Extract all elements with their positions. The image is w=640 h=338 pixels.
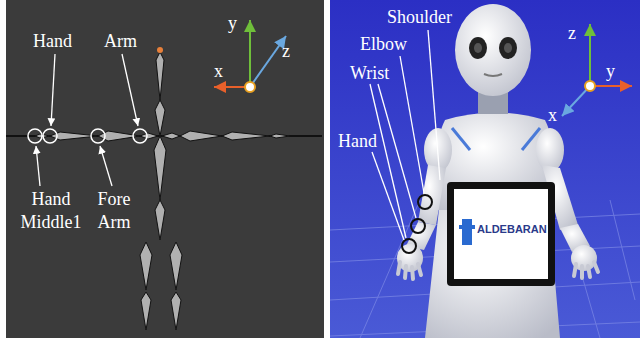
axis-label: y: [606, 60, 615, 83]
axis-label: z: [568, 22, 576, 45]
axis-label: y: [228, 12, 237, 35]
axis-label: z: [282, 40, 290, 63]
bone-label: Arm: [104, 30, 137, 53]
bone-label: Hand: [33, 30, 72, 53]
joint-label: Wrist: [350, 62, 389, 85]
bone-label: Hand Middle1: [12, 188, 90, 233]
axis-label: x: [548, 104, 557, 127]
joint-label: Elbow: [360, 33, 407, 56]
bone-label: Fore Arm: [88, 188, 140, 233]
joint-label: Hand: [338, 130, 377, 153]
joint-label: Shoulder: [387, 6, 452, 29]
axis-label: x: [214, 60, 223, 83]
logo-text: ALDEBARAN: [477, 223, 547, 237]
